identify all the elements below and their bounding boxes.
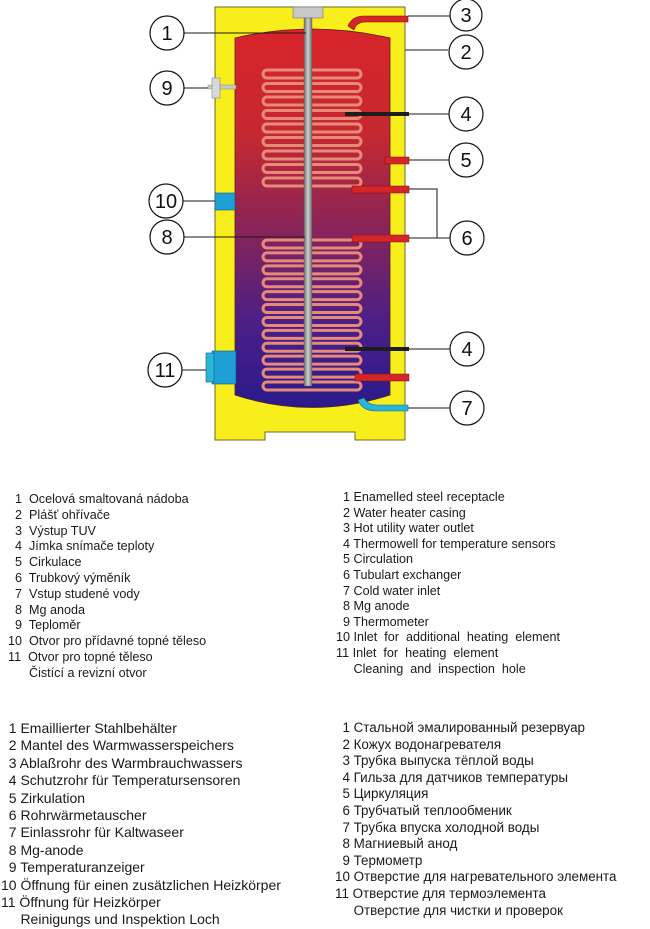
legend-item: 11 Otvor pro topné těleso [8,649,153,664]
svg-text:6: 6 [461,228,472,250]
hot-water-outlet-pipe [347,15,409,31]
legend-item: 2 Кожух водонагревателя [335,736,502,752]
legend-item: 8 Магниевый анод [335,836,458,852]
legend-item: 8 Mg-anode [1,841,84,858]
anode-cap [292,6,324,19]
legend-item: 9 Temperaturanzeiger [1,859,145,876]
legend-item: 5 Zirkulation [1,789,86,806]
legend-item: 10 Otvor pro přídavné topné těleso [8,634,207,649]
legend-item: 9 Термометр [335,852,423,868]
svg-text:11: 11 [155,360,176,382]
svg-text:5: 5 [460,150,471,172]
legend-item: 1 Стальной эмалированный резервуар [335,720,585,735]
thermometer-stem [207,84,237,90]
thermometer-head [211,77,221,99]
legend-german: 1 Emaillierter Stahlbehälter 2 Mantel de… [1,720,281,929]
svg-text:8: 8 [161,227,172,249]
legend-item: 4 Гильза для датчиков температуры [335,769,568,785]
water-heater-diagram: 1 3 2 9 4 5 10 8 6 4 11 7 [147,0,485,441]
svg-text:3: 3 [460,5,471,27]
callout-3: 3 [449,0,483,32]
legend-item: 10 Отверстие для нагревательного элемент… [335,869,617,885]
legend-item: 3 Ablaßrohr des Warmbrauchwassers [1,754,243,771]
cold-water-inlet-pipe [357,397,409,412]
svg-text:4: 4 [460,104,471,126]
legend-item: 7 Vstup studené vody [8,586,140,601]
legend-item: 7 Einlassrohr für Kaltwaseer [1,824,184,841]
legend-item: Čistící a revizní otvor [8,665,147,680]
legend-item: 1 Ocelová smaltovaná nádoba [8,492,189,506]
legend-item: 2 Water heater casing [336,505,466,520]
legend-english: 1 Enamelled steel receptacle 2 Water hea… [336,490,560,677]
legend-item: Reinigungs und Inspektion Loch [1,911,220,928]
legend-item: 3 Hot utility water outlet [336,521,474,536]
callout-9: 9 [149,70,185,106]
callout-10: 10 [148,183,184,219]
legend-item: 8 Mg anode [336,599,410,614]
circulation-pipe [384,156,410,165]
legend-item: 1 Enamelled steel receptacle [336,490,505,504]
legend-item: 3 Трубка выпуска тёплой воды [335,753,534,769]
legend-item: 2 Mantel des Warmwasserspeichers [1,737,234,754]
callout-6: 6 [449,220,485,256]
legend-item: 9 Teploměr [8,618,81,633]
svg-text:2: 2 [460,42,471,64]
svg-text:10: 10 [155,191,177,213]
legend-item: 1 Emaillierter Stahlbehälter [1,720,177,736]
callout-4-upper: 4 [448,96,484,132]
legend-item: 8 Mg anoda [8,602,86,617]
legend-item: 6 Трубчатый теплообменик [335,802,512,818]
legend-item: 4 Thermowell for temperature sensors [336,536,556,551]
heater-flange [211,350,237,385]
heater-flange-plate [205,352,215,383]
legend-item: 2 Plášť ohřívače [8,507,111,522]
legend-item: 11 Отверстие для термоэлемента [335,885,546,901]
legend-item: 6 Rohrwärmetauscher [1,807,147,824]
callout-8: 8 [149,219,185,255]
svg-text:7: 7 [461,398,472,420]
thermowell-upper [345,112,409,116]
legend-item: 6 Trubkový výměník [8,570,131,585]
legend-item: 5 Циркуляция [335,786,429,802]
legend-item: Cleaning and inspection hole [336,661,526,676]
legend-item: 10 Inlet for additional heating element [336,630,561,645]
legend-item: 5 Circulation [336,552,413,567]
svg-text:4: 4 [461,339,472,361]
legend-item: 4 Jímka snímače teploty [8,539,155,554]
callout-7: 7 [449,390,485,426]
legend-item: 10 Öffnung für einen zusätzlichen Heizkö… [1,876,281,893]
callout-4-lower: 4 [449,331,485,367]
legend-item: 6 Tubulart exchanger [336,567,462,582]
legend-item: 4 Schutzrohr für Temperatursensoren [1,772,241,789]
additional-heater-opening [214,192,236,211]
svg-text:9: 9 [161,78,172,100]
svg-text:1: 1 [161,23,172,45]
legend-item: 11 Inlet for heating element [336,645,499,660]
leader-lines [181,15,450,409]
legend-item: 9 Thermometer [336,614,429,629]
coil-outlet-port [351,234,410,243]
legend-item: 7 Cold water inlet [336,583,441,598]
callout-11: 11 [147,352,183,388]
legend-item: 7 Трубка впуска холодной воды [335,819,540,835]
anode-rod [303,17,313,387]
callout-2: 2 [448,34,484,70]
legend-item: 3 Výstup TUV [8,523,96,538]
legend-item: 5 Cirkulace [8,555,82,570]
legend-czech: 1 Ocelová smaltovaná nádoba 2 Plášť ohří… [8,492,206,682]
legend-item: Отверстие для чистки и проверок [335,902,563,918]
callout-1: 1 [149,15,185,51]
legend-russian: 1 Стальной эмалированный резервуар 2 Кож… [335,720,616,919]
coil-inlet-port [351,185,410,194]
thermowell-lower [345,347,409,351]
lower-red-port [354,373,410,382]
legend-item: 11 Öffnung für Heizkörper [1,894,161,911]
callout-5: 5 [448,142,484,178]
